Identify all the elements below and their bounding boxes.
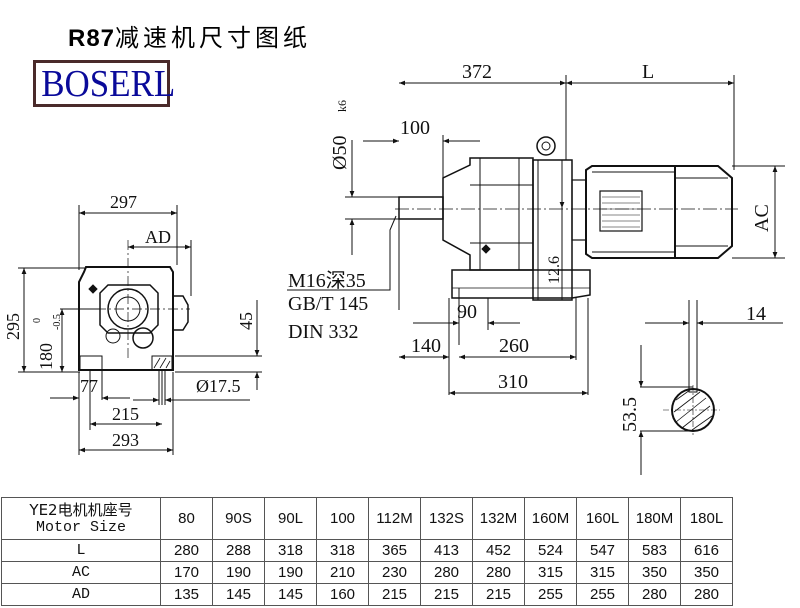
brand-logo-text: BOSERL [41, 63, 176, 105]
dim-14: 14 [746, 303, 766, 325]
dim-shaft-dia: Ø50 [329, 136, 351, 170]
end-view [18, 205, 262, 455]
page-title: R87减速机尺寸图纸 [68, 18, 311, 53]
size-cell: 180M [628, 497, 681, 540]
note-standard-gb: GB/T 145 [288, 293, 368, 315]
dim-260: 260 [499, 335, 529, 357]
dim-180: 180 [36, 343, 56, 370]
table-cell: 190 [264, 561, 317, 584]
dim-310: 310 [498, 371, 528, 393]
row-label: AD [1, 583, 161, 606]
table-cell: 452 [472, 539, 525, 562]
dim-ac: AC [751, 204, 773, 232]
table-cell: 616 [680, 539, 733, 562]
table-cell: 280 [680, 583, 733, 606]
dim-140: 140 [411, 335, 441, 357]
size-cell: 80 [160, 497, 213, 540]
table-cell: 583 [628, 539, 681, 562]
key-section-labels: 14 53.5 [619, 303, 766, 432]
dim-ad: AD [145, 227, 171, 247]
dim-180-tol-lower: -0.5 [52, 314, 63, 330]
table-cell: 190 [212, 561, 265, 584]
table-header-row: YE2电机机座号 Motor Size 80 90S 90L 100 112M … [1, 497, 733, 540]
table-cell: 280 [420, 561, 473, 584]
key-section [638, 300, 783, 475]
table-cell: 524 [524, 539, 577, 562]
size-cell: 132M [472, 497, 525, 540]
table-cell: 280 [160, 539, 213, 562]
model-label: R87 [68, 25, 116, 52]
dim-hole: Ø17.5 [196, 376, 241, 396]
table-cell: 350 [680, 561, 733, 584]
dim-l: L [642, 61, 654, 83]
size-cell: 90S [212, 497, 265, 540]
table-cell: 215 [472, 583, 525, 606]
table-cell: 255 [524, 583, 577, 606]
table-cell: 315 [576, 561, 629, 584]
dim-297: 297 [110, 192, 137, 212]
table-cell: 547 [576, 539, 629, 562]
table-cell: 210 [316, 561, 369, 584]
table-cell: 315 [524, 561, 577, 584]
table-cell: 215 [420, 583, 473, 606]
table-cell: 255 [576, 583, 629, 606]
table-cell: 145 [264, 583, 317, 606]
size-cell: 160M [524, 497, 577, 540]
table-cell: 413 [420, 539, 473, 562]
size-cell: 132S [420, 497, 473, 540]
dim-295: 295 [3, 313, 23, 340]
dim-53-5: 53.5 [619, 397, 641, 432]
dimension-drawing: 297 AD 295 180 0 -0.5 45 77 Ø17.5 215 29… [3, 61, 785, 475]
end-view-labels: 297 AD 295 180 0 -0.5 45 77 Ø17.5 215 29… [3, 192, 256, 450]
row-label: AC [1, 561, 161, 584]
header-cn: YE2电机机座号 [29, 500, 133, 519]
dim-12-6: 12.6 [546, 256, 563, 284]
table-cell: 318 [316, 539, 369, 562]
header-en: Motor Size [35, 518, 126, 536]
row-label: L [1, 539, 161, 562]
brand-logo: BOSERL [33, 60, 176, 107]
note-thread: M16深35 [288, 269, 366, 292]
size-cell: 112M [368, 497, 421, 540]
table-cell: 145 [212, 583, 265, 606]
size-cell: 100 [316, 497, 369, 540]
table-header-label: YE2电机机座号 Motor Size [1, 497, 161, 540]
table-cell: 170 [160, 561, 213, 584]
size-cell: 180L [680, 497, 733, 540]
table-cell: 280 [628, 583, 681, 606]
table-cell: 230 [368, 561, 421, 584]
dim-180-tol-upper: 0 [32, 318, 43, 323]
table-cell: 280 [472, 561, 525, 584]
table-row: AC 170 190 190 210 230 280 280 315 315 3… [1, 561, 733, 584]
table-row: AD 135 145 145 160 215 215 215 255 255 2… [1, 583, 733, 606]
table-cell: 160 [316, 583, 369, 606]
note-standard-din: DIN 332 [288, 321, 359, 343]
table-cell: 365 [368, 539, 421, 562]
dim-90: 90 [457, 301, 477, 323]
table-cell: 350 [628, 561, 681, 584]
table-cell: 135 [160, 583, 213, 606]
size-cell: 90L [264, 497, 317, 540]
table-cell: 215 [368, 583, 421, 606]
side-view [287, 75, 785, 396]
dim-293: 293 [112, 430, 139, 450]
dim-77: 77 [80, 376, 98, 396]
title-text: 减速机尺寸图纸 [115, 24, 312, 52]
motor-size-table: YE2电机机座号 Motor Size 80 90S 90L 100 112M … [1, 497, 733, 606]
table-cell: 288 [212, 539, 265, 562]
size-cell: 160L [576, 497, 629, 540]
side-view-labels: 372 L 100 Ø50 k6 AC 12.6 M16深35 GB/T 145… [288, 61, 773, 393]
dim-shaft-tol: k6 [335, 100, 349, 112]
dim-372: 372 [462, 61, 492, 83]
dim-215: 215 [112, 404, 139, 424]
table-cell: 318 [264, 539, 317, 562]
dim-45: 45 [236, 312, 256, 330]
table-row: L 280 288 318 318 365 413 452 524 547 58… [1, 539, 733, 562]
dim-100: 100 [400, 117, 430, 139]
